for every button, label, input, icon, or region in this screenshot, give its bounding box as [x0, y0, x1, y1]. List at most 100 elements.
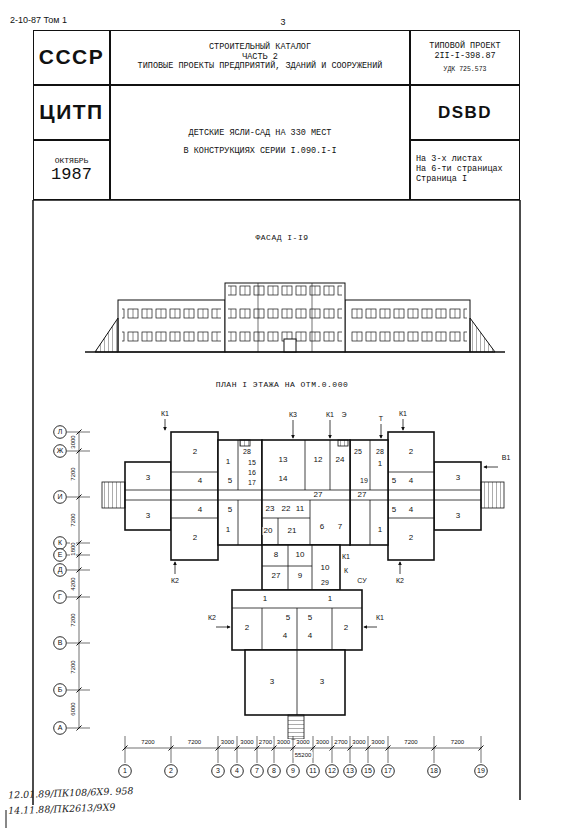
axis-bubble: 2: [164, 764, 178, 778]
room-number: 5: [285, 614, 291, 622]
axis-bubble: 19: [474, 764, 488, 778]
room-number: 11: [295, 505, 305, 513]
room-number: 12: [313, 456, 324, 464]
dimension: 3000: [315, 739, 330, 745]
title-block-text: ДЕТСКИЕ ЯСЛИ-САД НА 330 МЕСТ: [189, 129, 332, 139]
room-number: 1: [225, 526, 231, 534]
title-block-text: ТИПОВОЙ ПРОЕКТ: [429, 42, 500, 52]
dimension: 3000: [70, 434, 76, 449]
room-number: 2: [408, 448, 414, 456]
dimension: 7200: [70, 512, 76, 527]
room-number: 4: [408, 506, 414, 514]
axis-mark: И: [57, 493, 62, 501]
axis-bubble: Г: [53, 590, 67, 604]
dimension: 3000: [239, 739, 254, 745]
entrance-mark: К2: [395, 577, 405, 584]
room-number: 27: [313, 491, 324, 499]
page-frame: [6, 200, 520, 828]
title-block-text: 2II-I-398.87: [434, 52, 495, 62]
axis-mark: 12: [328, 767, 336, 775]
dimension: 7200: [450, 739, 465, 745]
entrance-mark: К: [343, 567, 349, 574]
title-block-cell: ОКТЯБРЬ1987: [33, 140, 110, 200]
axis-mark: Л: [58, 428, 63, 436]
room-number: 29: [320, 579, 330, 586]
room-number: 14: [278, 475, 289, 483]
room-number: 20: [263, 527, 274, 535]
room-number: 2: [343, 624, 349, 632]
entrance-mark: К2: [170, 577, 180, 584]
dimension: 4200: [70, 576, 76, 591]
axis-bubble: 9: [286, 764, 300, 778]
room-number: 23: [265, 505, 276, 513]
axis-mark: 9: [291, 767, 295, 775]
room-number: 13: [278, 456, 289, 464]
title-block-text: УДК 725.573: [444, 66, 487, 73]
axis-mark: 4: [235, 767, 239, 775]
title-block-text: 1987: [51, 165, 92, 185]
room-number: 28: [375, 448, 385, 455]
room-number: 5: [227, 477, 233, 485]
dimension: 2700: [258, 739, 273, 745]
room-number: 5: [391, 477, 397, 485]
room-number: 6: [319, 523, 325, 531]
room-number: 4: [197, 477, 203, 485]
room-number: 3: [145, 474, 151, 482]
title-block-cell: DSBD: [410, 85, 520, 140]
title-block-text: СССР: [39, 45, 105, 69]
axis-mark: Г: [58, 593, 62, 601]
dimension-lines: [67, 430, 484, 764]
dimension: 2700: [333, 739, 348, 745]
title-block-cell: СТРОИТЕЛЬНЫЙ КАТАЛОГЧАСТЬ 2ТИПОВЫЕ ПРОЕК…: [110, 30, 410, 85]
view-title: ФАСАД I-I9: [254, 234, 309, 242]
title-block-text: На 3-х листах: [416, 155, 482, 165]
title-block-text: ЧАСТЬ 2: [242, 53, 278, 63]
axis-mark: А: [58, 724, 63, 732]
room-number: 2: [192, 534, 198, 542]
room-number: 2: [244, 624, 250, 632]
plan-walls: [125, 432, 481, 715]
axis-bubble: И: [53, 490, 67, 504]
room-number: 17: [247, 479, 257, 486]
dimension: 7200: [70, 612, 76, 627]
room-number: 10: [320, 564, 331, 572]
axis-mark: 2: [169, 767, 173, 775]
room-number: 3: [455, 512, 461, 520]
entrance-mark: К1: [325, 411, 335, 418]
room-number: 24: [335, 456, 346, 464]
dimension: 3000: [295, 739, 310, 745]
sheet-mark: 2-10-87 Том 1: [10, 16, 67, 25]
room-number: 2: [192, 448, 198, 456]
room-number: 5: [227, 506, 233, 514]
plan-partitions: [125, 440, 481, 715]
room-number: 1: [225, 458, 231, 466]
dimension: 3000: [276, 739, 291, 745]
room-number: 3: [269, 678, 275, 686]
entrance-mark: Т: [378, 415, 384, 422]
axis-bubble: 8: [267, 764, 281, 778]
dimension: 7200: [70, 659, 76, 674]
room-number: 10: [295, 551, 306, 559]
entrance-mark: К1: [398, 410, 408, 417]
room-number: 8: [273, 551, 279, 559]
room-number: 3: [145, 512, 151, 520]
title-block-cell: ДЕТСКИЕ ЯСЛИ-САД НА 330 МЕСТВ КОНСТРУКЦИ…: [110, 85, 410, 200]
axis-bubble: Ж: [53, 444, 67, 458]
axis-mark: Е: [58, 551, 63, 559]
stairs: [102, 440, 504, 739]
room-number: 5: [391, 506, 397, 514]
axis-bubble: 4: [230, 764, 244, 778]
axis-bubble: 3: [211, 764, 225, 778]
room-number: 4: [197, 506, 203, 514]
page-number: 3: [279, 18, 286, 27]
room-number: 4: [282, 632, 288, 640]
dimension: 1800: [70, 541, 76, 556]
room-number: 4: [307, 632, 313, 640]
room-number: 2: [408, 534, 414, 542]
dimension: 3000: [220, 739, 235, 745]
entrance-mark: К1: [341, 553, 351, 560]
axis-bubble: Б: [53, 683, 67, 697]
room-number: 1: [377, 526, 383, 534]
title-block-text: ТИПОВЫЕ ПРОЕКТЫ ПРЕДПРИЯТИЙ, ЗДАНИЙ И СО…: [138, 62, 383, 72]
axis-mark: 19: [477, 767, 485, 775]
